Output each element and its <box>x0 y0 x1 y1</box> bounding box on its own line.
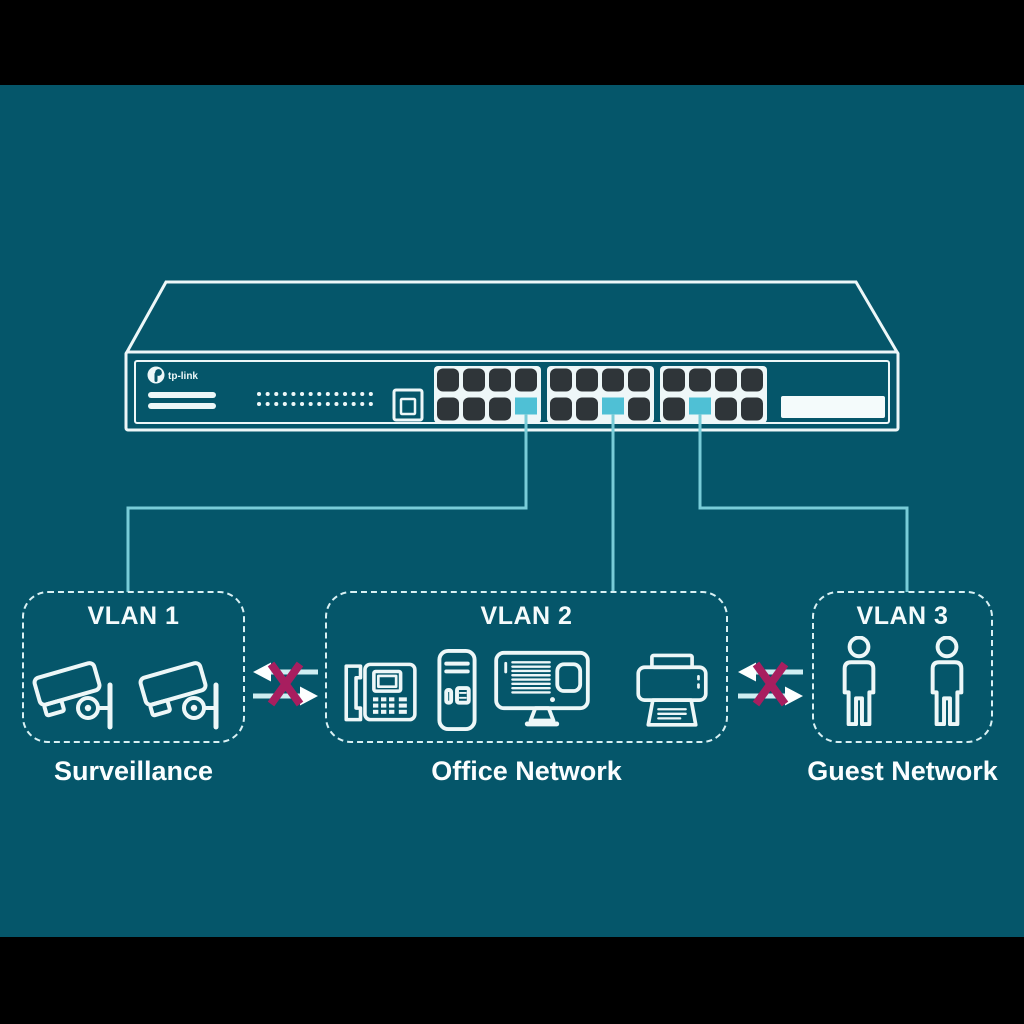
vlan3-caption: Guest Network <box>807 756 998 786</box>
blocked-link-vlan1-vlan2 <box>253 661 318 707</box>
person-icon <box>930 636 963 727</box>
port-group <box>660 366 767 423</box>
vlan2-devices <box>327 647 726 733</box>
cctv-camera-icon <box>32 661 112 730</box>
highlighted-port <box>602 397 624 415</box>
highlighted-port <box>689 397 711 415</box>
brand-text: tp-link <box>168 371 198 382</box>
vlan1-caption: Surveillance <box>53 756 214 786</box>
person-icon <box>842 636 875 727</box>
label-bar <box>148 392 216 398</box>
tp-link-logo: tp-link <box>147 366 198 384</box>
network-switch: tp-link <box>124 280 900 432</box>
led-indicators <box>257 392 380 406</box>
console-port <box>392 388 424 422</box>
vlan3-devices <box>814 636 991 730</box>
diagram-canvas <box>0 85 1024 937</box>
highlighted-port <box>515 397 537 415</box>
vlan1-title: VLAN 1 <box>87 602 180 630</box>
desktop-monitor-icon <box>493 650 590 727</box>
connection-line-vlan1 <box>126 414 528 592</box>
printer-icon <box>635 653 708 727</box>
pc-tower-icon <box>436 648 477 732</box>
vlan1-devices <box>24 649 243 733</box>
vlan3-box: VLAN 3 <box>812 591 993 743</box>
vlan2-box: VLAN 2 <box>325 591 728 743</box>
blocked-x-icon <box>267 661 304 707</box>
cctv-camera-icon <box>138 661 218 730</box>
vlan1-box: VLAN 1 <box>22 591 245 743</box>
vlan2-title: VLAN 2 <box>480 602 573 630</box>
blocked-link-vlan2-vlan3 <box>738 661 803 707</box>
vlan3-title: VLAN 3 <box>856 602 949 630</box>
port-group <box>547 366 654 423</box>
connection-line-vlan3 <box>698 414 909 592</box>
label-bar <box>148 403 216 409</box>
desk-phone-icon <box>343 662 417 722</box>
blank-module-slot <box>781 396 885 418</box>
port-group <box>434 366 541 423</box>
vlan2-caption: Office Network <box>431 756 622 786</box>
blocked-x-icon <box>752 661 789 707</box>
switch-top-face <box>124 280 900 354</box>
connection-lines <box>126 414 909 592</box>
